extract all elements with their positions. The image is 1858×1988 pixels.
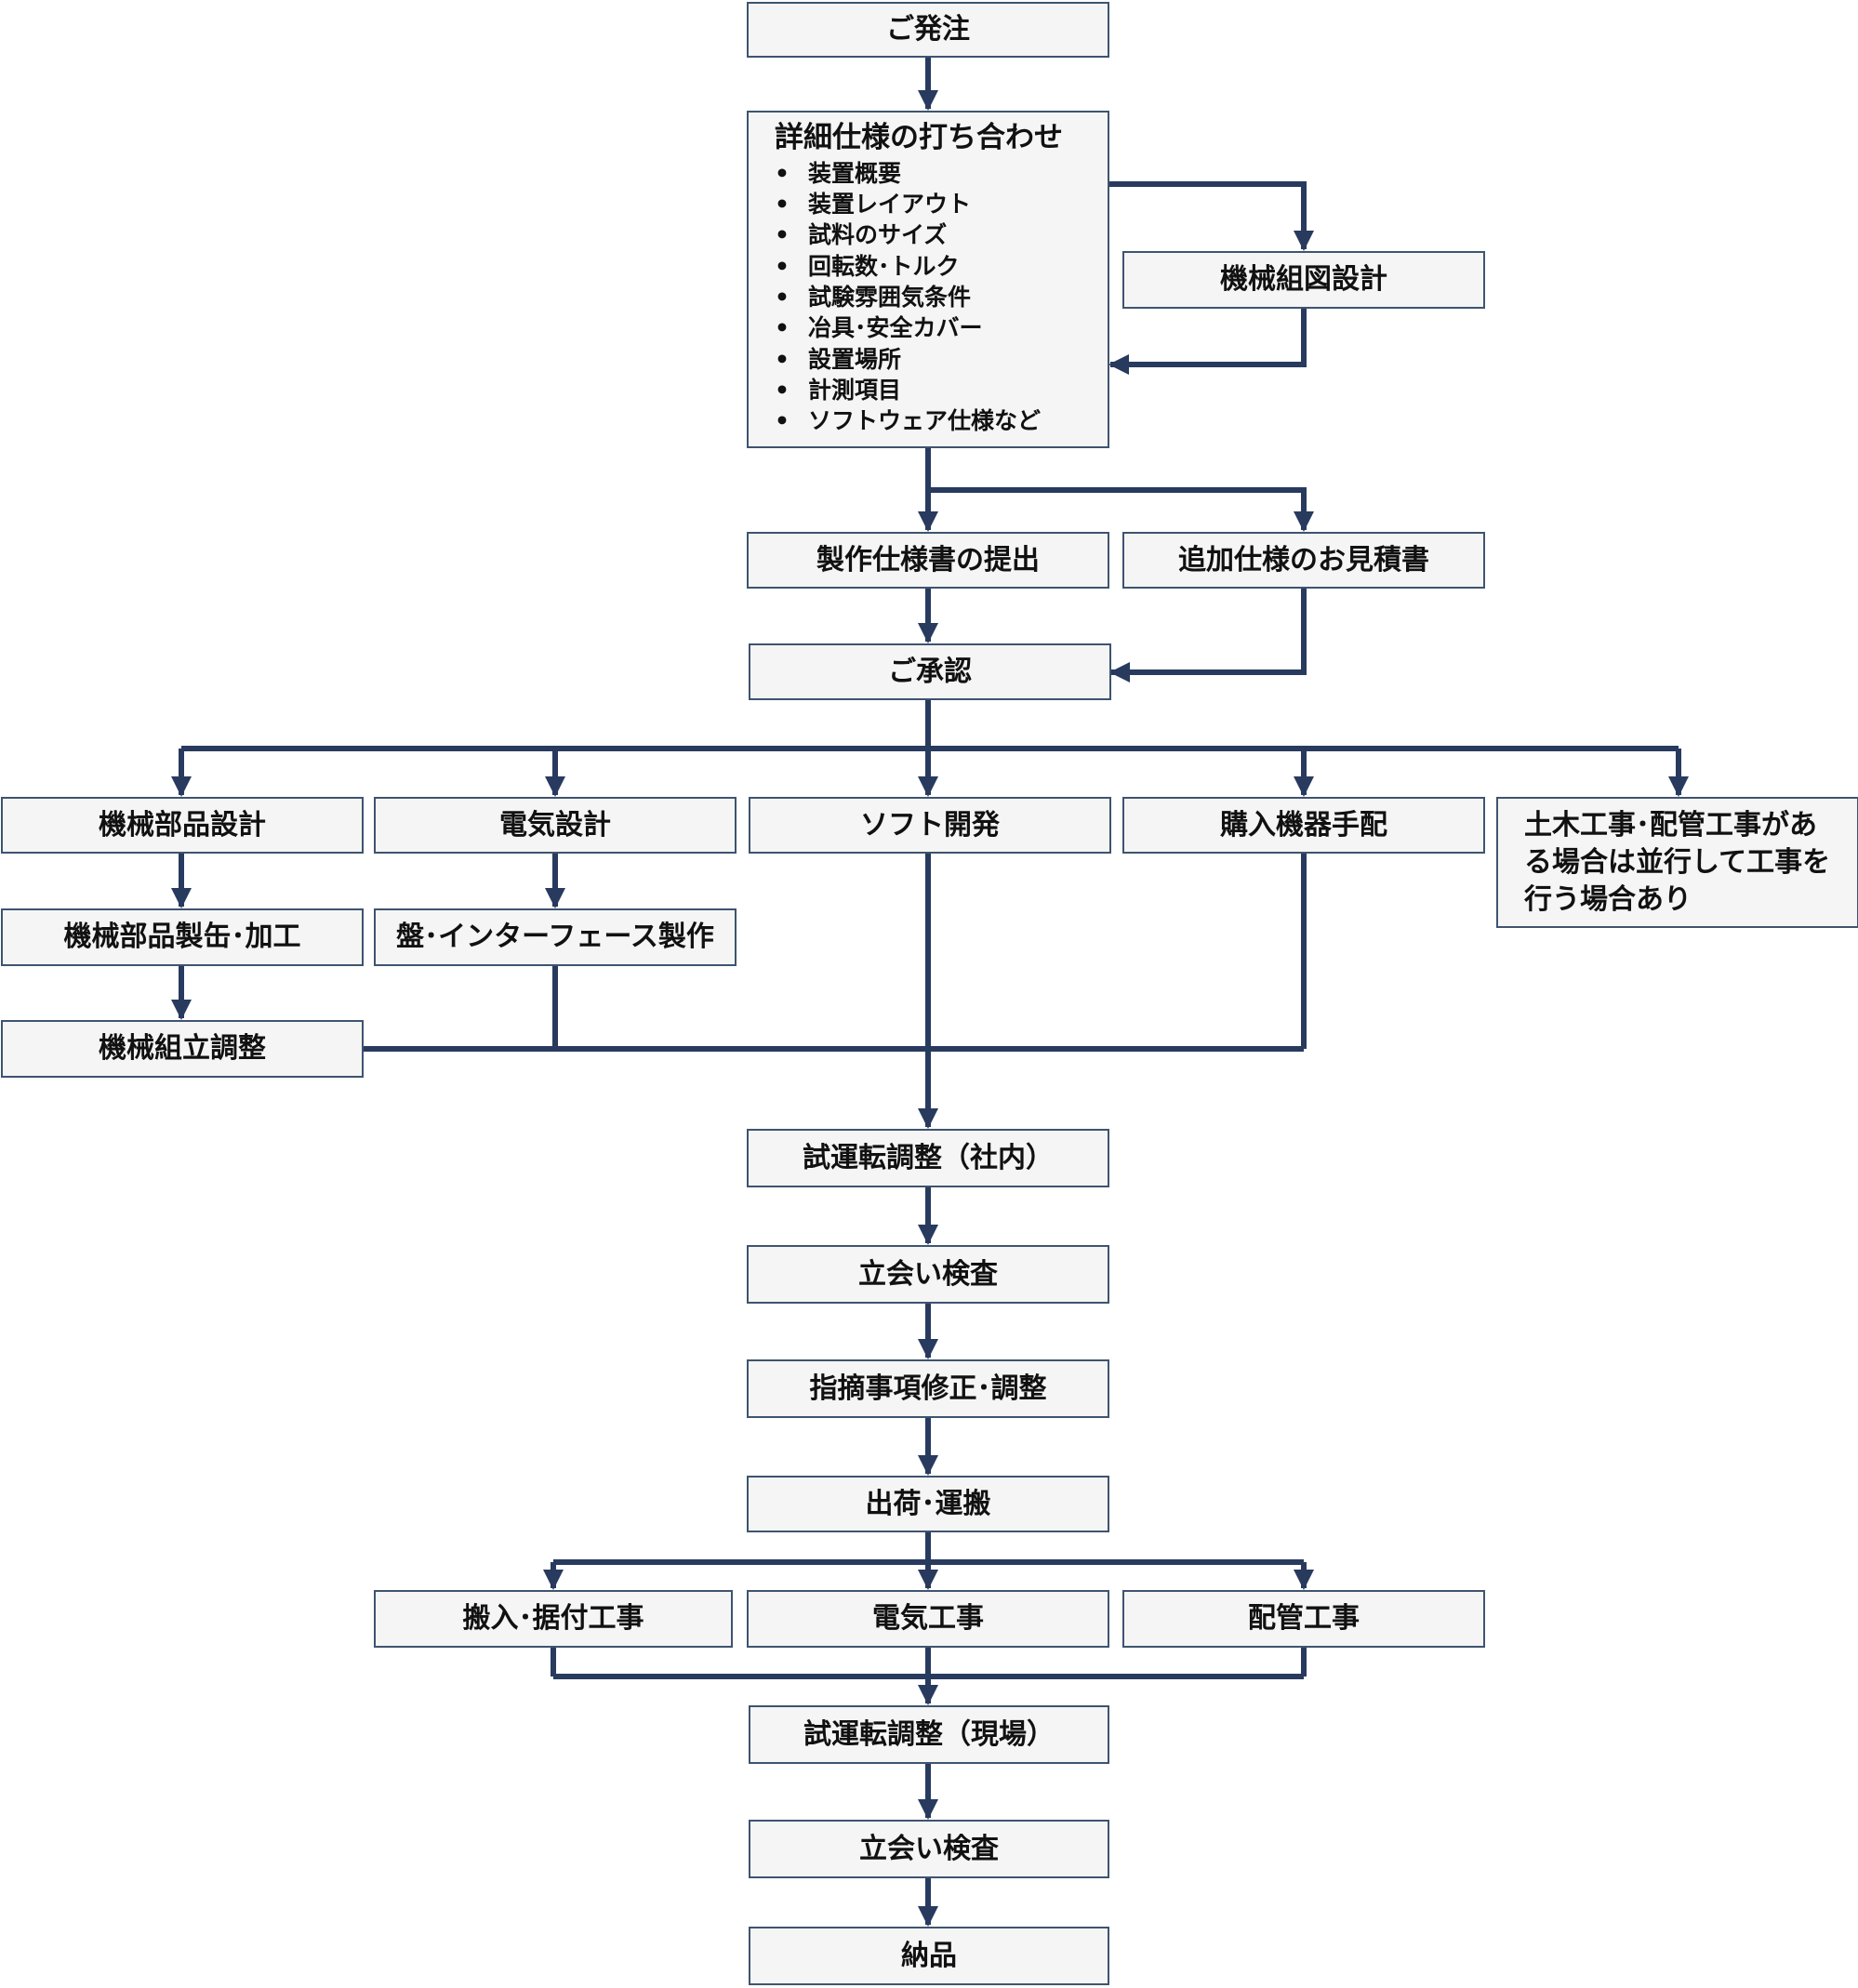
node-trial-run-site: 試運転調整（現場） xyxy=(749,1705,1109,1764)
node-mech-assembly-drawing: 機械組図設計 xyxy=(1122,251,1485,309)
node-mech-parts-design: 機械部品設計 xyxy=(1,797,364,854)
node-approval: ご承認 xyxy=(749,643,1111,700)
node-spec-meeting: 詳細仕様の打ち合わせ 装置概要 装置レイアウト 試料のサイズ 回転数･トルク 試… xyxy=(747,111,1109,448)
spec-item: ソフトウェア仕様など xyxy=(775,405,1108,437)
node-panel-interface: 盤･インターフェース製作 xyxy=(374,908,737,966)
node-mech-parts-fabrication: 機械部品製缶･加工 xyxy=(1,908,364,966)
spec-item: 回転数･トルク xyxy=(775,251,1108,283)
arrow-quote-to-approval xyxy=(1109,589,1307,683)
spec-item: 装置レイアウト xyxy=(775,189,1108,220)
node-purchase-arrangement: 購入機器手配 xyxy=(1122,797,1485,854)
spec-item: 試料のサイズ xyxy=(775,219,1108,251)
arrow-spec-to-drawing xyxy=(1109,181,1314,251)
node-fix-adjust: 指摘事項修正･調整 xyxy=(747,1359,1109,1418)
node-trial-run-inhouse: 試運転調整（社内） xyxy=(747,1129,1109,1187)
node-delivery: 納品 xyxy=(749,1927,1109,1985)
spec-item: 試験雰囲気条件 xyxy=(775,282,1108,313)
spec-item: 設置場所 xyxy=(775,344,1108,376)
spec-meeting-list: 装置概要 装置レイアウト 試料のサイズ 回転数･トルク 試験雰囲気条件 冶具･安… xyxy=(775,158,1108,437)
node-spec-submission: 製作仕様書の提出 xyxy=(747,532,1109,589)
arrow-drawing-to-spec xyxy=(1108,309,1307,375)
node-witness-inspection-1: 立会い検査 xyxy=(747,1245,1109,1304)
node-electrical-design: 電気設計 xyxy=(374,797,737,854)
spec-item: 冶具･安全カバー xyxy=(775,312,1108,344)
node-piping-work: 配管工事 xyxy=(1122,1590,1485,1648)
node-additional-quote: 追加仕様のお見積書 xyxy=(1122,532,1485,589)
arrow-spec-to-quote xyxy=(928,487,1314,532)
spec-meeting-title: 詳細仕様の打ち合わせ xyxy=(775,121,1063,154)
node-mech-assembly-adjust: 機械組立調整 xyxy=(1,1020,364,1078)
node-order: ご発注 xyxy=(747,2,1109,58)
node-witness-inspection-2: 立会い検査 xyxy=(749,1820,1109,1878)
node-software-dev: ソフト開発 xyxy=(749,797,1111,854)
spec-item: 装置概要 xyxy=(775,158,1108,190)
node-electrical-work: 電気工事 xyxy=(747,1590,1109,1648)
node-civil-note: 土木工事･配管工事がある場合は並行して工事を行う場合あり xyxy=(1496,797,1858,928)
node-shipping: 出荷･運搬 xyxy=(747,1476,1109,1532)
node-installation: 搬入･据付工事 xyxy=(374,1590,733,1648)
spec-item: 計測項目 xyxy=(775,375,1108,406)
